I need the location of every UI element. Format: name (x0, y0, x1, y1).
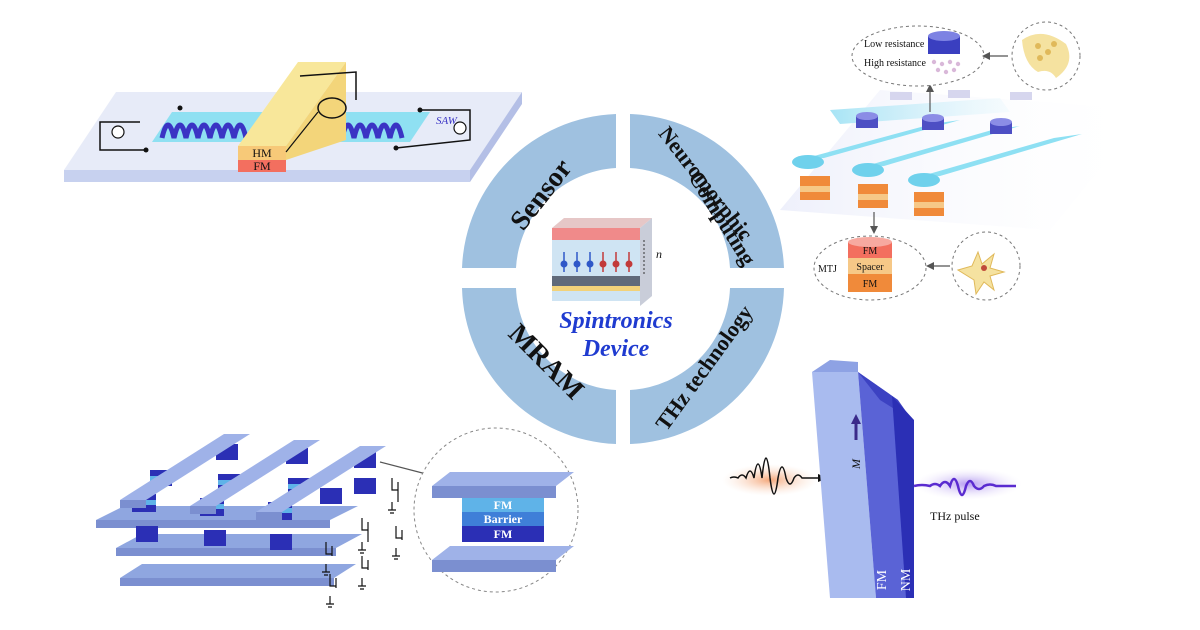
mram-fm-bottom-label: FM (494, 527, 513, 541)
thz-pulse-wave (913, 477, 1016, 497)
ring-quadrant-sensor (462, 114, 616, 268)
center-title-line2: Device (582, 336, 650, 362)
neuro-pillars-orange (800, 176, 944, 216)
mram-transistor-symbols (322, 478, 403, 608)
mram-lower-rails (96, 506, 362, 586)
neuro-rails (792, 120, 1082, 187)
neuro-pillars-blue (856, 112, 1012, 134)
mtj-label: MTJ (818, 264, 837, 275)
slab-nm-label: NM (899, 568, 914, 591)
mram-barrier-label: Barrier (484, 512, 523, 526)
thz-pulse-label: THz pulse (930, 509, 980, 523)
hm-label: HM (252, 146, 272, 160)
fm-label: FM (253, 159, 271, 173)
slab-fm-label: FM (875, 569, 890, 590)
thz-panel: M FM NM THz pulse (722, 360, 1022, 598)
resistance-bubble (851, 25, 985, 87)
incident-pulse-wave (729, 457, 818, 495)
ring-quadrant-neuromorphic (630, 114, 784, 268)
neuromorphic-panel: Low resistance High resistance MTJ FM Sp… (780, 21, 1150, 301)
fm-bar-front (238, 160, 286, 172)
mtj-spacer-label: Spacer (856, 262, 884, 273)
ring-quadrant-mram (462, 288, 616, 444)
hm-bar-top (238, 62, 346, 146)
low-resistance-label: Low resistance (864, 39, 925, 50)
center-ring: Sensor Neuromorphic Computing MRAM THz t… (462, 114, 784, 444)
saw-substrate-front (64, 170, 470, 182)
saw-label: SAW (436, 115, 458, 127)
center-title-line1: Spintronics (559, 308, 672, 334)
ring-quadrant-thz (630, 288, 784, 444)
idt-fingers-left (159, 122, 249, 139)
mram-upper-rails (120, 434, 386, 520)
center-layer-stack: n (552, 218, 662, 306)
mtj-fm-top-label: FM (863, 246, 878, 257)
mram-panel: FM Barrier FM (96, 427, 579, 608)
hm-bar-front (238, 146, 286, 160)
fm-slab-face (812, 372, 876, 598)
mtj-fm-bottom-label: FM (863, 279, 878, 290)
stack-label-n: n (656, 247, 662, 261)
saw-sensor-panel: HM FM SAW (64, 62, 522, 182)
high-resistance-label: High resistance (864, 58, 926, 69)
mram-fm-top-label: FM (494, 498, 513, 512)
magnetization-label: M (849, 458, 863, 470)
